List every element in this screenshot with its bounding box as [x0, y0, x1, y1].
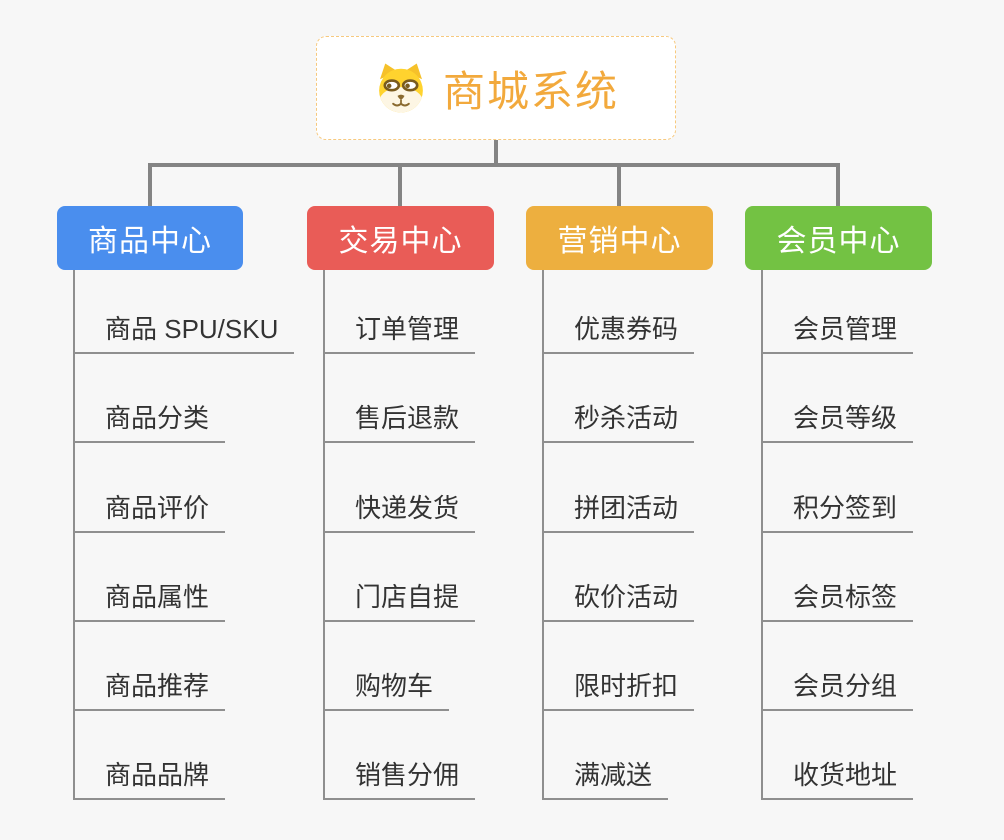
leaf-node[interactable]: 会员分组 [761, 665, 914, 711]
leaf-node[interactable]: 秒杀活动 [542, 397, 695, 443]
branch-node-4[interactable]: 会员中心 [745, 206, 932, 270]
root-title: 商城系统 [442, 67, 619, 115]
leaf-node[interactable]: 门店自提 [323, 576, 476, 622]
leaf-node[interactable]: 商品推荐 [73, 665, 226, 711]
leaf-node[interactable]: 拼团活动 [542, 487, 695, 533]
leaf-node[interactable]: 订单管理 [323, 308, 476, 354]
leaf-node[interactable]: 购物车 [323, 665, 450, 711]
branch-node-2[interactable]: 交易中心 [307, 206, 494, 270]
leaf-node[interactable]: 会员管理 [761, 308, 914, 354]
leaf-node[interactable]: 快递发货 [323, 487, 476, 533]
leaf-node[interactable]: 销售分佣 [323, 754, 476, 800]
leaf-node[interactable]: 优惠券码 [542, 308, 695, 354]
branch-trunk-line-3 [542, 270, 544, 800]
leaf-node[interactable]: 限时折扣 [542, 665, 695, 711]
leaf-node[interactable]: 积分签到 [761, 487, 914, 533]
leaf-node[interactable]: 商品分类 [73, 397, 226, 443]
leaf-node[interactable]: 商品 SPU/SKU [73, 308, 295, 354]
leaf-node[interactable]: 会员等级 [761, 397, 914, 443]
branch-node-1[interactable]: 商品中心 [57, 206, 243, 270]
leaf-node[interactable]: 商品评价 [73, 487, 226, 533]
leaf-node[interactable]: 收货地址 [761, 754, 914, 800]
branch-trunk-line-1 [73, 270, 75, 800]
branch-rail-line [148, 163, 840, 206]
leaf-node[interactable]: 会员标签 [761, 576, 914, 622]
leaf-node[interactable]: 砍价活动 [542, 576, 695, 622]
root-node[interactable]: 商城系统 [316, 36, 676, 140]
leaf-node[interactable]: 商品属性 [73, 576, 226, 622]
leaf-node[interactable]: 满减送 [542, 754, 669, 800]
dog-face-icon [379, 63, 423, 113]
branch-node-3[interactable]: 营销中心 [526, 206, 713, 270]
leaf-node[interactable]: 售后退款 [323, 397, 476, 443]
branch-trunk-line-4 [761, 270, 763, 800]
branch-trunk-line-2 [323, 270, 325, 800]
leaf-node[interactable]: 商品品牌 [73, 754, 226, 800]
